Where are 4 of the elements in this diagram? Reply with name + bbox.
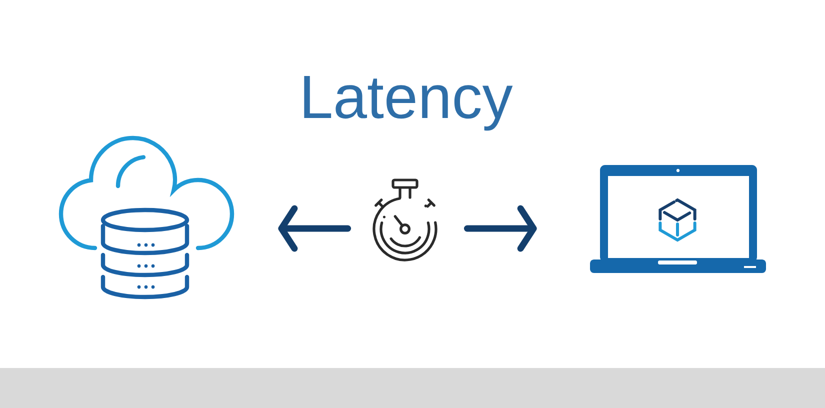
stopwatch-icon bbox=[372, 178, 438, 262]
laptop-icon bbox=[590, 165, 766, 273]
title: Latency bbox=[304, 76, 513, 131]
cloud-database-icon bbox=[58, 136, 234, 300]
